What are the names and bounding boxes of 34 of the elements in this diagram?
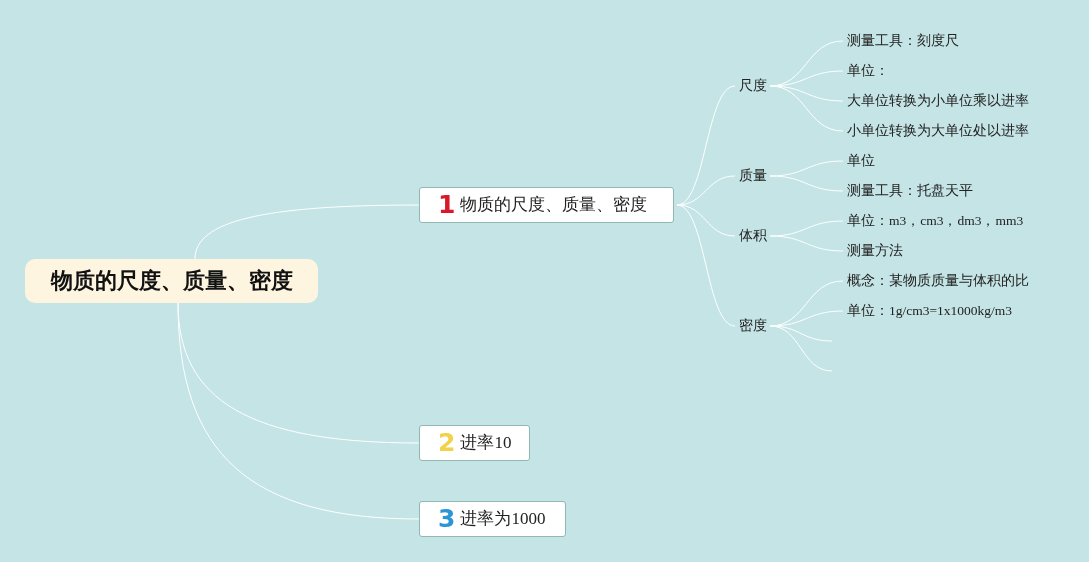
connector [676, 204, 736, 327]
connector [769, 175, 844, 192]
leaf-label: 大单位转换为小单位乘以进率 [847, 92, 1029, 110]
connector [769, 325, 833, 342]
leaf-label: 测量方法 [847, 242, 903, 260]
connector [194, 204, 420, 260]
leaf-label: 测量工具：刻度尺 [847, 32, 959, 50]
leaf-label: 单位：m3，cm3，dm3，mm3 [847, 212, 1024, 230]
branch-label: 体积 [739, 227, 767, 245]
topic-text: 进率10 [460, 433, 512, 453]
connector [676, 204, 736, 237]
leaf-label: 概念：某物质质量与体积的比 [847, 272, 1029, 290]
connector [769, 235, 844, 252]
leaf-label: 测量工具：托盘天平 [847, 182, 973, 200]
topic-text: 物质的尺度、质量、密度 [460, 195, 648, 215]
step-number: 1 [438, 192, 456, 218]
topic-box [419, 425, 530, 461]
connector [177, 302, 420, 520]
leaf-label: 单位：1g/cm3=1x1000kg/m3 [847, 302, 1013, 320]
branch-label: 密度 [739, 317, 767, 335]
leaf-label: 小单位转换为大单位处以进率 [847, 122, 1029, 140]
branch-label: 尺度 [739, 77, 767, 95]
branch-label: 质量 [739, 167, 767, 185]
connector [769, 85, 844, 132]
leaf-label: 单位： [847, 62, 889, 80]
topic-box [419, 187, 674, 223]
connector [769, 85, 844, 102]
topic-text: 进率为1000 [460, 509, 546, 529]
central-topic: 物质的尺度、质量、密度 [25, 259, 318, 303]
step-number: 3 [438, 506, 456, 532]
connector [769, 325, 833, 372]
topic-box [419, 501, 566, 537]
leaf-label: 单位 [847, 152, 875, 170]
step-number: 2 [438, 430, 456, 456]
